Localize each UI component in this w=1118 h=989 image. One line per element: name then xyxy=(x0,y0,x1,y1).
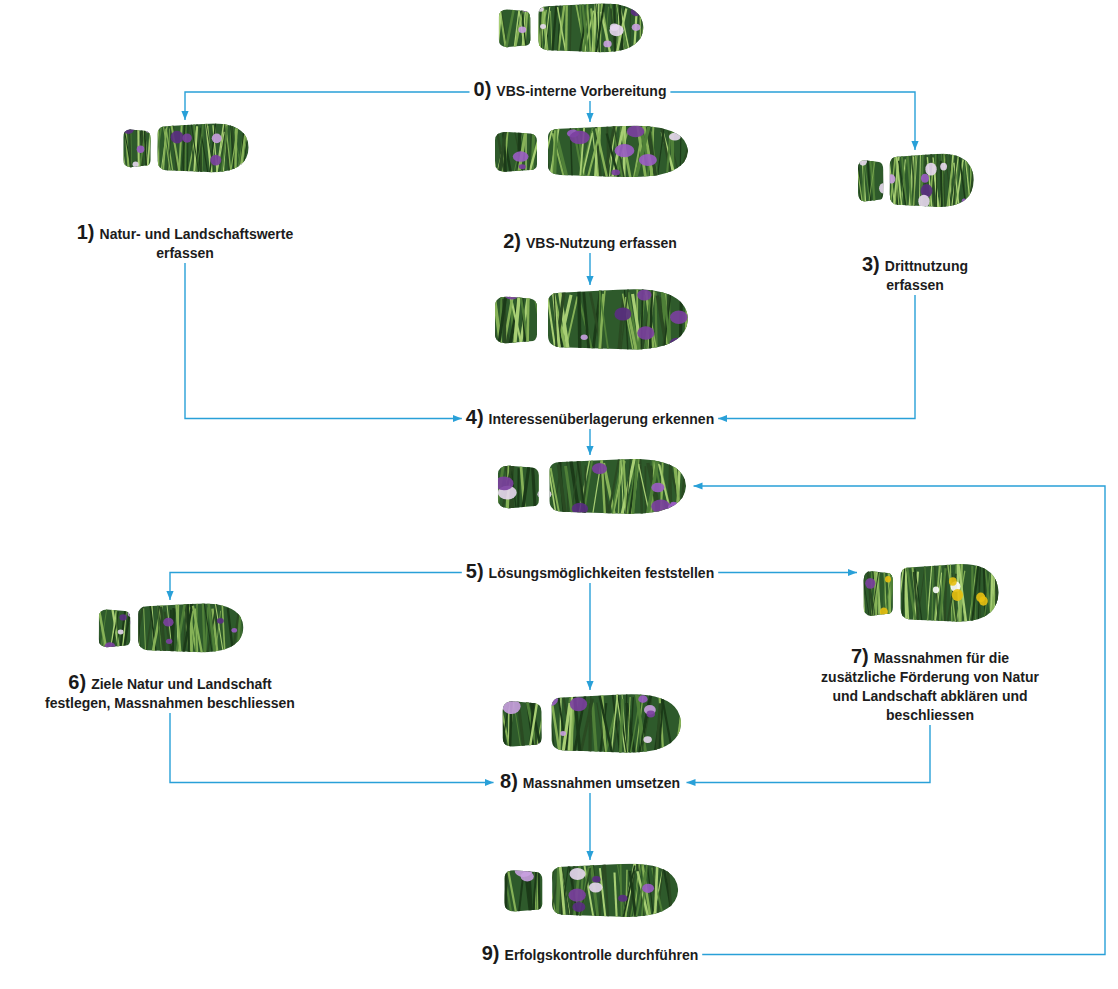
step-footprint: 7)Massnahmen für die zusätzliche Förderu… xyxy=(814,560,1047,725)
flow-arrow xyxy=(589,429,590,455)
footprint-illustration xyxy=(490,122,690,180)
step-text: Massnahmen umsetzen xyxy=(523,775,680,791)
step-text: Drittnutzung erfassen xyxy=(885,258,968,293)
step-text: Natur- und Landschaftswerte erfassen xyxy=(100,226,294,261)
step-label: 8) Massnahmen umsetzen xyxy=(494,772,687,793)
footprint-illustration xyxy=(120,120,250,175)
step-label: 9) Erfolgskontrolle durchführen xyxy=(478,944,702,965)
step-footprint: 5) Lösungsmöglichkeiten feststellen xyxy=(462,455,718,583)
flow-arrow xyxy=(170,573,462,601)
step-footprint: 1)Natur- und Landschaftswerte erfassen xyxy=(44,120,327,263)
step-footprint: 6)Ziele Natur und Landschaft festlegen, … xyxy=(39,600,302,713)
step-number: 0) xyxy=(474,78,492,100)
step-label: 3)Drittnutzung erfassen xyxy=(840,255,990,295)
step-number: 8) xyxy=(500,770,518,792)
flow-arrow xyxy=(185,263,462,419)
step-number: 9) xyxy=(482,942,500,964)
flow-arrow xyxy=(589,793,590,860)
flow-arrow xyxy=(589,101,590,122)
footprint-illustration xyxy=(490,285,690,353)
footprint-illustration xyxy=(95,600,245,655)
step-number: 2) xyxy=(503,230,521,252)
flow-arrow xyxy=(670,92,915,150)
footprint-illustration xyxy=(500,860,680,920)
step-footprint: 0)VBS-interne Vorbereitung xyxy=(470,0,671,101)
footprint-illustration xyxy=(860,560,1000,625)
step-label: 4) Interessenüberlagerung erkennen xyxy=(462,408,718,429)
step-label: 7)Massnahmen für die zusätzliche Förderu… xyxy=(818,647,1043,725)
flow-arrow xyxy=(718,295,915,419)
footprint-illustration xyxy=(495,0,645,55)
step-footprint: 4) Interessenüberlagerung erkennen xyxy=(462,285,718,429)
step-label: 2) VBS-Nutzung erfassen xyxy=(486,232,694,253)
step-label: 5) Lösungsmöglichkeiten feststellen xyxy=(462,562,718,583)
flow-arrow xyxy=(170,713,494,783)
step-number: 3) xyxy=(862,253,880,275)
step-number: 6) xyxy=(68,671,86,693)
step-footprint: 9) Erfolgskontrolle durchführen xyxy=(478,860,702,965)
step-label: 1)Natur- und Landschaftswerte erfassen xyxy=(48,223,323,263)
step-number: 5) xyxy=(466,560,484,582)
step-text: Lösungsmöglichkeiten feststellen xyxy=(489,565,715,581)
flow-arrow xyxy=(718,572,857,573)
step-text: VBS-Nutzung erfassen xyxy=(526,235,677,251)
footprint-illustration xyxy=(493,455,688,517)
step-footprint: 2) VBS-Nutzung erfassen xyxy=(486,122,694,253)
step-number: 7) xyxy=(851,645,869,667)
step-text: VBS-interne Vorbereitung xyxy=(496,83,666,99)
step-label: 6)Ziele Natur und Landschaft festlegen, … xyxy=(43,673,298,713)
step-footprint: 8) Massnahmen umsetzen xyxy=(494,690,687,793)
flow-arrow xyxy=(694,486,1106,955)
footprint-illustration xyxy=(855,150,975,210)
flow-arrow xyxy=(687,725,931,783)
footprint-illustration xyxy=(498,690,683,756)
step-label: 0)VBS-interne Vorbereitung xyxy=(470,80,671,101)
step-text: Erfolgskontrolle durchführen xyxy=(505,947,699,963)
step-number: 4) xyxy=(466,406,484,428)
step-text: Interessenüberlagerung erkennen xyxy=(489,411,715,427)
step-number: 1) xyxy=(77,221,95,243)
flow-arrow xyxy=(185,92,470,120)
flow-arrow xyxy=(589,253,590,285)
flow-arrow xyxy=(589,583,590,690)
step-footprint: 3)Drittnutzung erfassen xyxy=(836,150,994,295)
